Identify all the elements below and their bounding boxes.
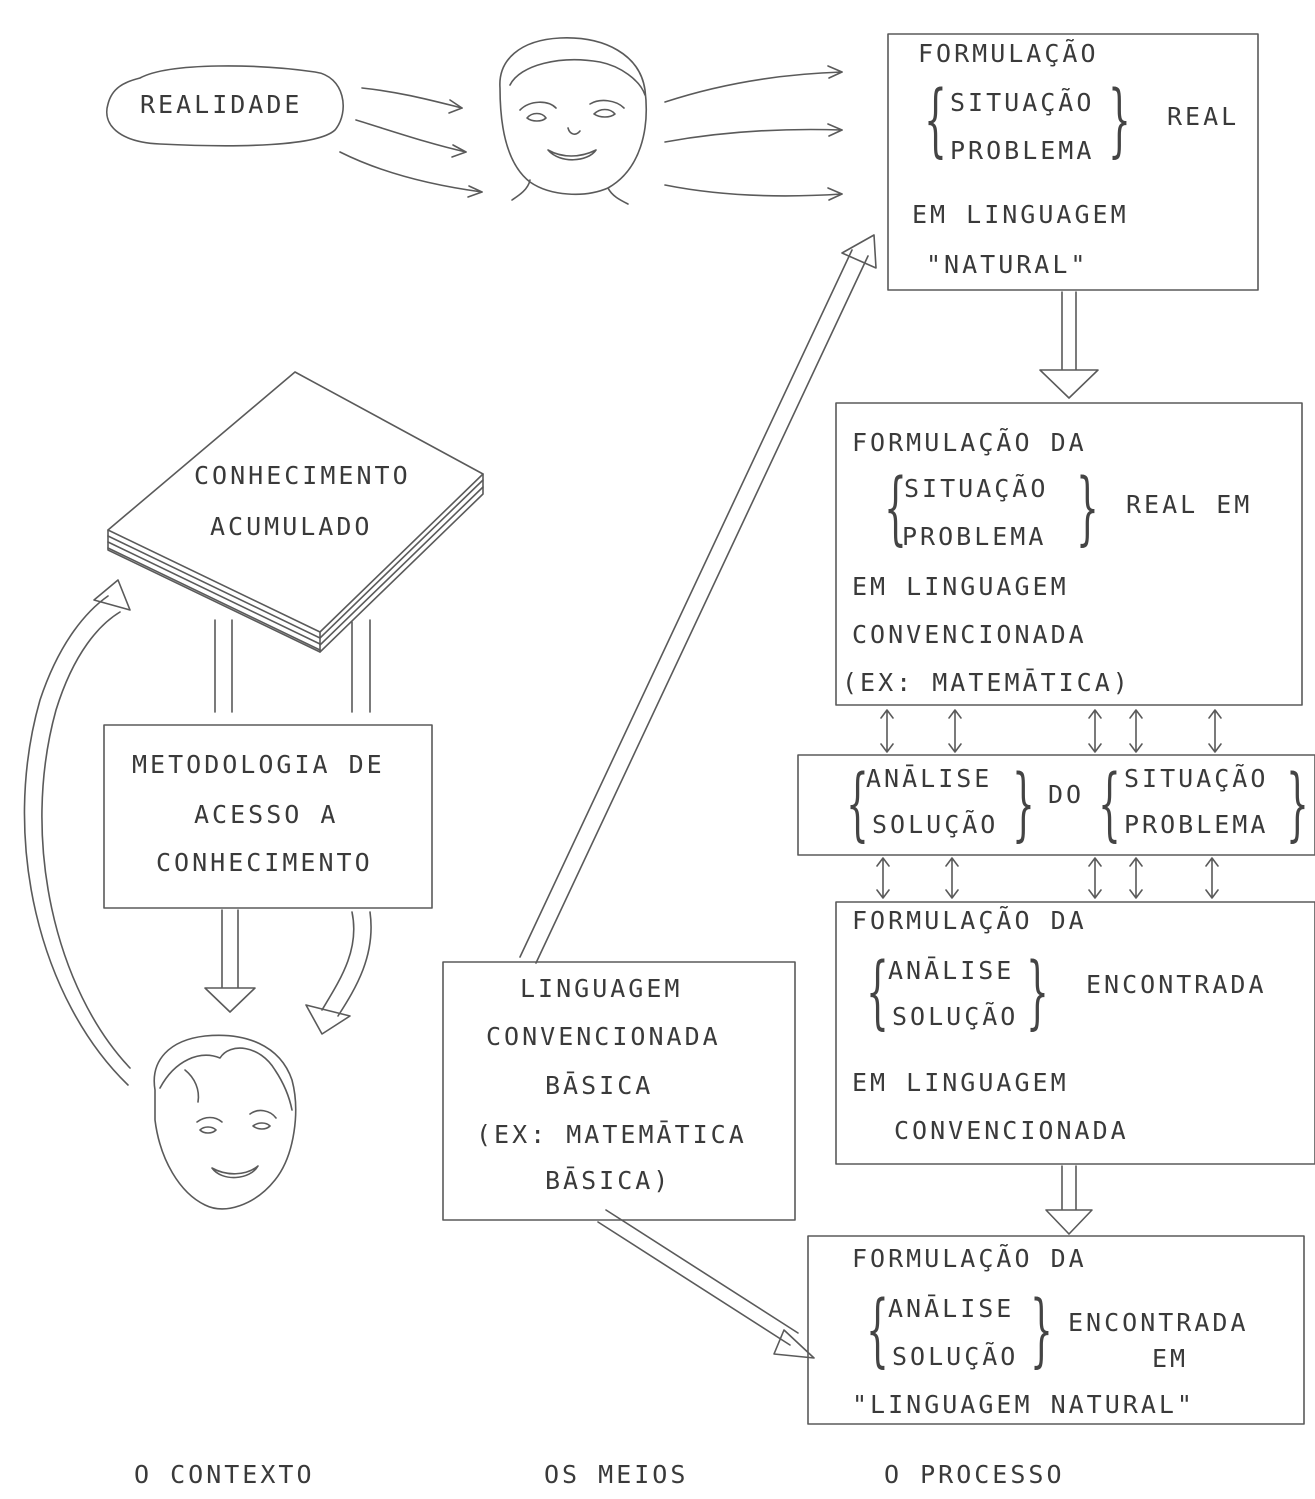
box1-right-brace: } — [1108, 73, 1131, 166]
box3-brace-a: ANĀLISE — [866, 764, 993, 793]
linguagem-label-line1: LINGUAGEM — [520, 974, 683, 1003]
box4-brace-a: ANĀLISE — [888, 956, 1015, 985]
arrow-face-2 — [664, 128, 843, 143]
box4-line1: FORMULAÇÃO DA — [852, 906, 1087, 935]
box3-brace-3: { — [1098, 757, 1121, 850]
metodologia-label-line1: METODOLOGIA DE — [132, 750, 385, 779]
box2-right-label: REAL EM — [1126, 490, 1253, 519]
linguagem-label-line5: BĀSICA) — [545, 1166, 672, 1195]
box2-brace-b: PROBLEMA — [902, 522, 1047, 551]
box1-brace-a: SITUAÇÃO — [950, 88, 1095, 117]
realidade-label: REALIDADE — [140, 90, 303, 119]
linguagem-label-line4: (EX: MATEMĀTICA — [476, 1120, 747, 1149]
box1-line5: "NATURAL" — [926, 250, 1089, 279]
box3-brace-d: PROBLEMA — [1124, 810, 1269, 839]
linguagem-frame — [442, 961, 796, 1221]
box1-brace-b: PROBLEMA — [950, 136, 1095, 165]
book-drawing — [107, 371, 484, 653]
box3-brace-1: { — [846, 757, 869, 850]
realidade-cloud — [106, 65, 344, 147]
box3-frame — [797, 754, 1315, 856]
box1-right-label: REAL — [1167, 102, 1240, 131]
arrow-face-1 — [664, 71, 843, 103]
box5-left-brace: { — [866, 1283, 889, 1376]
box2-line4: EM LINGUAGEM — [852, 572, 1069, 601]
conhecimento-label-line1: CONHECIMENTO — [194, 461, 411, 490]
box4-left-brace: { — [866, 945, 889, 1038]
box4-frame — [835, 901, 1315, 1165]
footer-contexto: O CONTEXTO — [134, 1460, 315, 1489]
box2-line5: CONVENCIONADA — [852, 620, 1087, 649]
footer-processo: O PROCESSO — [884, 1460, 1065, 1489]
footer-meios: OS MEIOS — [544, 1460, 689, 1489]
arrow-realidade-1 — [361, 87, 463, 109]
metodologia-label-line2: ACESSO A — [194, 800, 339, 829]
linguagem-label-line3: BĀSICA — [545, 1071, 654, 1100]
box4-line4: EM LINGUAGEM — [852, 1068, 1069, 1097]
box2-line6: (EX: MATEMĀTICA) — [842, 668, 1131, 697]
box1-line1: FORMULAÇÃO — [918, 39, 1099, 68]
box5-line1: FORMULAÇÃO DA — [852, 1244, 1087, 1273]
box2-right-brace: } — [1076, 461, 1099, 554]
box3-middle: DO — [1048, 780, 1085, 809]
box5-frame — [807, 1235, 1305, 1425]
box4-line5: CONVENCIONADA — [894, 1116, 1129, 1145]
person-bottom-face — [153, 1034, 297, 1210]
box5-brace-a: ANĀLISE — [888, 1294, 1015, 1323]
box5-line4: "LINGUAGEM NATURAL" — [852, 1390, 1195, 1419]
conhecimento-label-line2: ACUMULADO — [210, 512, 373, 541]
box1-line4: EM LINGUAGEM — [912, 200, 1129, 229]
box3-brace-c: SITUAÇÃO — [1124, 764, 1269, 793]
box1-frame — [887, 33, 1259, 291]
linguagem-label-line2: CONVENCIONADA — [486, 1022, 721, 1051]
arrow-realidade-3 — [339, 151, 483, 193]
box3-brace-4: } — [1286, 757, 1309, 850]
box1-left-brace: { — [924, 73, 947, 166]
box2-frame — [835, 402, 1303, 706]
arrow-realidade-2 — [355, 119, 467, 153]
small-arrows-upper — [880, 709, 1222, 753]
box5-right-label-2: EM — [1152, 1344, 1189, 1373]
box5-right-brace: } — [1030, 1283, 1053, 1376]
small-arrows-lower — [876, 857, 1219, 899]
box2-line1: FORMULAÇÃO DA — [852, 428, 1087, 457]
person-top-face — [499, 37, 647, 205]
box4-right-label: ENCONTRADA — [1086, 970, 1267, 999]
metodologia-label-line3: CONHECIMENTO — [156, 848, 373, 877]
box2-brace-a: SITUAÇÃO — [904, 474, 1049, 503]
box5-brace-b: SOLUÇÃO — [892, 1342, 1019, 1371]
metodologia-frame — [103, 724, 433, 909]
box3-brace-b: SOLUÇÃO — [872, 810, 999, 839]
box4-brace-b: SOLUÇÃO — [892, 1002, 1019, 1031]
box3-brace-2: } — [1012, 757, 1035, 850]
box5-right-label-1: ENCONTRADA — [1068, 1308, 1249, 1337]
box2-left-brace: { — [884, 461, 907, 554]
box4-right-brace: } — [1026, 945, 1049, 1038]
arrow-face-3 — [664, 184, 843, 197]
